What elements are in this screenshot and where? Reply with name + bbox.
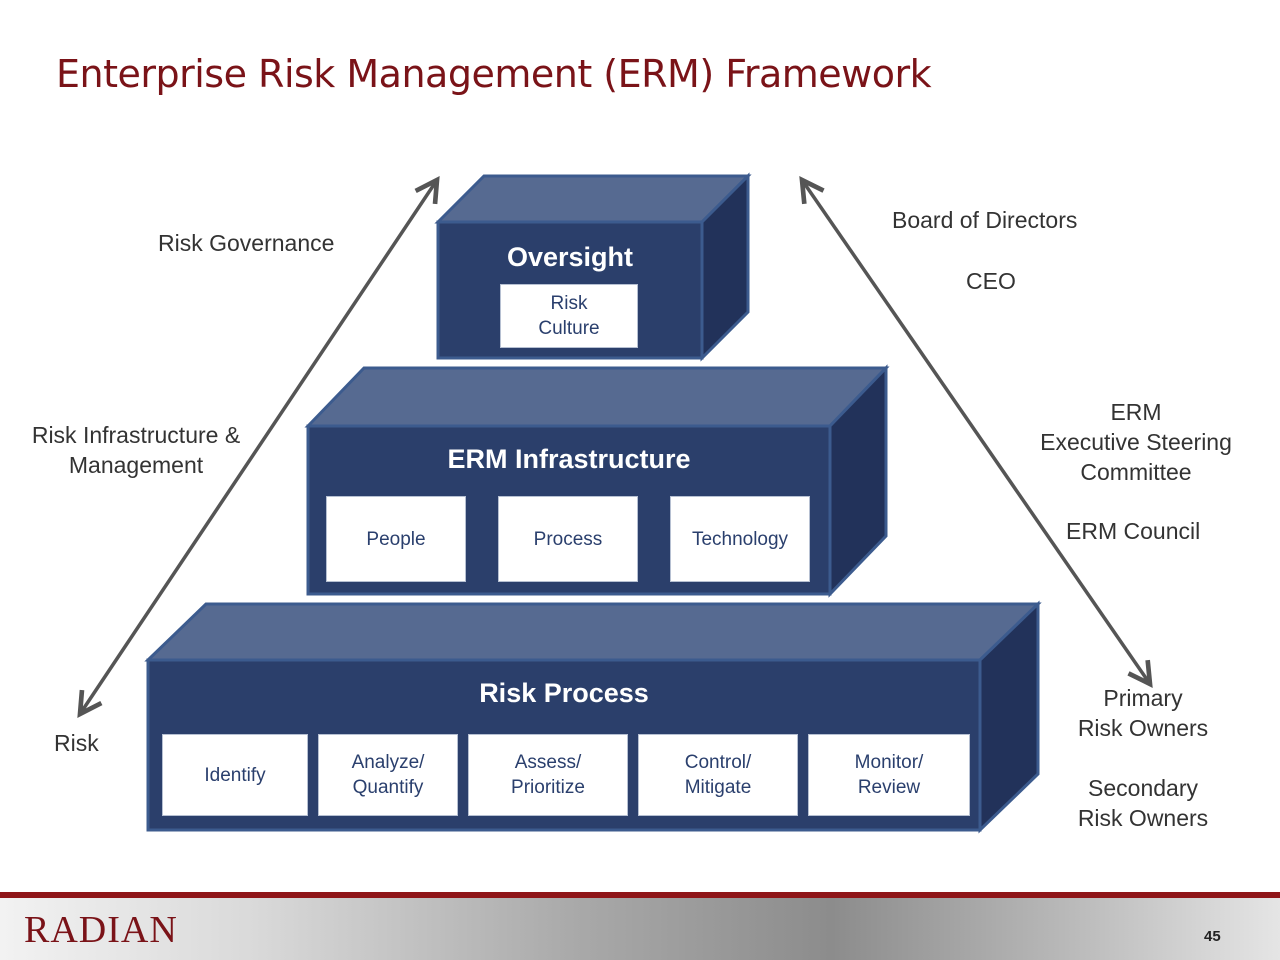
label-ceo: CEO xyxy=(966,268,1016,294)
erm-infrastructure-title: ERM Infrastructure xyxy=(447,444,691,474)
label-erm-council: ERM Council xyxy=(1066,518,1201,544)
box-people: People xyxy=(326,496,466,582)
label-primary-risk-owners: Primary Risk Owners xyxy=(1077,685,1209,741)
box-control-mitigate: Control/ Mitigate xyxy=(638,734,798,816)
oversight-title: Oversight xyxy=(506,242,634,272)
radian-logo: RADIAN xyxy=(24,909,178,951)
label-board-of-directors: Board of Directors xyxy=(892,207,1078,233)
box-monitor-review: Monitor/ Review xyxy=(808,734,970,816)
right-double-arrow xyxy=(802,180,1150,684)
risk-process-title: Risk Process xyxy=(479,678,649,708)
box-risk-culture: Risk Culture xyxy=(500,284,638,348)
label-risk-governance: Risk Governance xyxy=(158,230,335,256)
box-identify: Identify xyxy=(162,734,308,816)
left-double-arrow xyxy=(80,180,437,714)
label-secondary-risk-owners: Secondary Risk Owners xyxy=(1077,775,1209,831)
label-risk: Risk xyxy=(54,730,99,756)
label-risk-infrastructure-management: Risk Infrastructure & Management xyxy=(31,422,241,478)
box-assess-prioritize: Assess/ Prioritize xyxy=(468,734,628,816)
label-erm-executive-steering-committee: ERM Executive Steering Committee xyxy=(1040,399,1232,485)
slide-title: Enterprise Risk Management (ERM) Framewo… xyxy=(56,52,932,96)
box-analyze-quantify: Analyze/ Quantify xyxy=(318,734,458,816)
risk-process-top-face xyxy=(144,602,1042,662)
page-number: 45 xyxy=(1204,928,1221,945)
footer-banner xyxy=(0,892,1280,960)
box-process: Process xyxy=(498,496,638,582)
box-technology: Technology xyxy=(670,496,810,582)
erm-infrastructure-top-face xyxy=(304,366,890,428)
oversight-top-face xyxy=(434,174,752,224)
